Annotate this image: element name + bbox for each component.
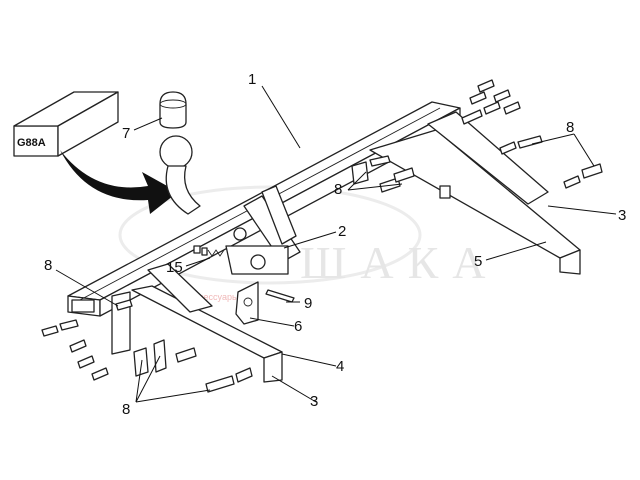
watermark-subtext: avto-аксессуары.рф [170,292,254,302]
callout-5: 5 [474,253,482,270]
center-bracket [225,185,301,275]
part-box: G88A [13,91,119,157]
box-label: G88A [17,137,46,149]
callout-8-middle: 8 [334,181,342,198]
curved-arrow [60,150,178,214]
socket-plate [235,281,259,325]
leader-lines [55,85,617,403]
tow-ball-cap [159,91,187,129]
callout-4: 4 [336,358,344,375]
callout-2: 2 [338,223,346,240]
callout-8-left-upper: 8 [44,257,52,274]
callout-9: 9 [304,295,312,312]
bolt-set-right [461,79,603,189]
callout-labels: 1 2 3 3 4 5 6 7 8 8 8 8 9 15 [44,71,626,418]
tow-ball [159,135,201,215]
callout-8-left-lower: 8 [122,401,130,418]
spring-washer-bolt [193,245,225,257]
watermark-text: ШАКА [300,237,500,288]
callout-8-right: 8 [566,119,574,136]
small-bolt [265,289,295,303]
right-side-bracket [369,111,581,275]
callout-7: 7 [122,125,130,142]
watermark: ШАКА avto-аксессуары.рф [118,185,500,302]
callout-3-right: 3 [618,207,626,224]
bolt-set-left [41,299,253,393]
callout-3-left: 3 [310,393,318,410]
callout-15: 15 [166,259,183,276]
callout-1: 1 [248,71,256,88]
callout-6: 6 [294,318,302,335]
